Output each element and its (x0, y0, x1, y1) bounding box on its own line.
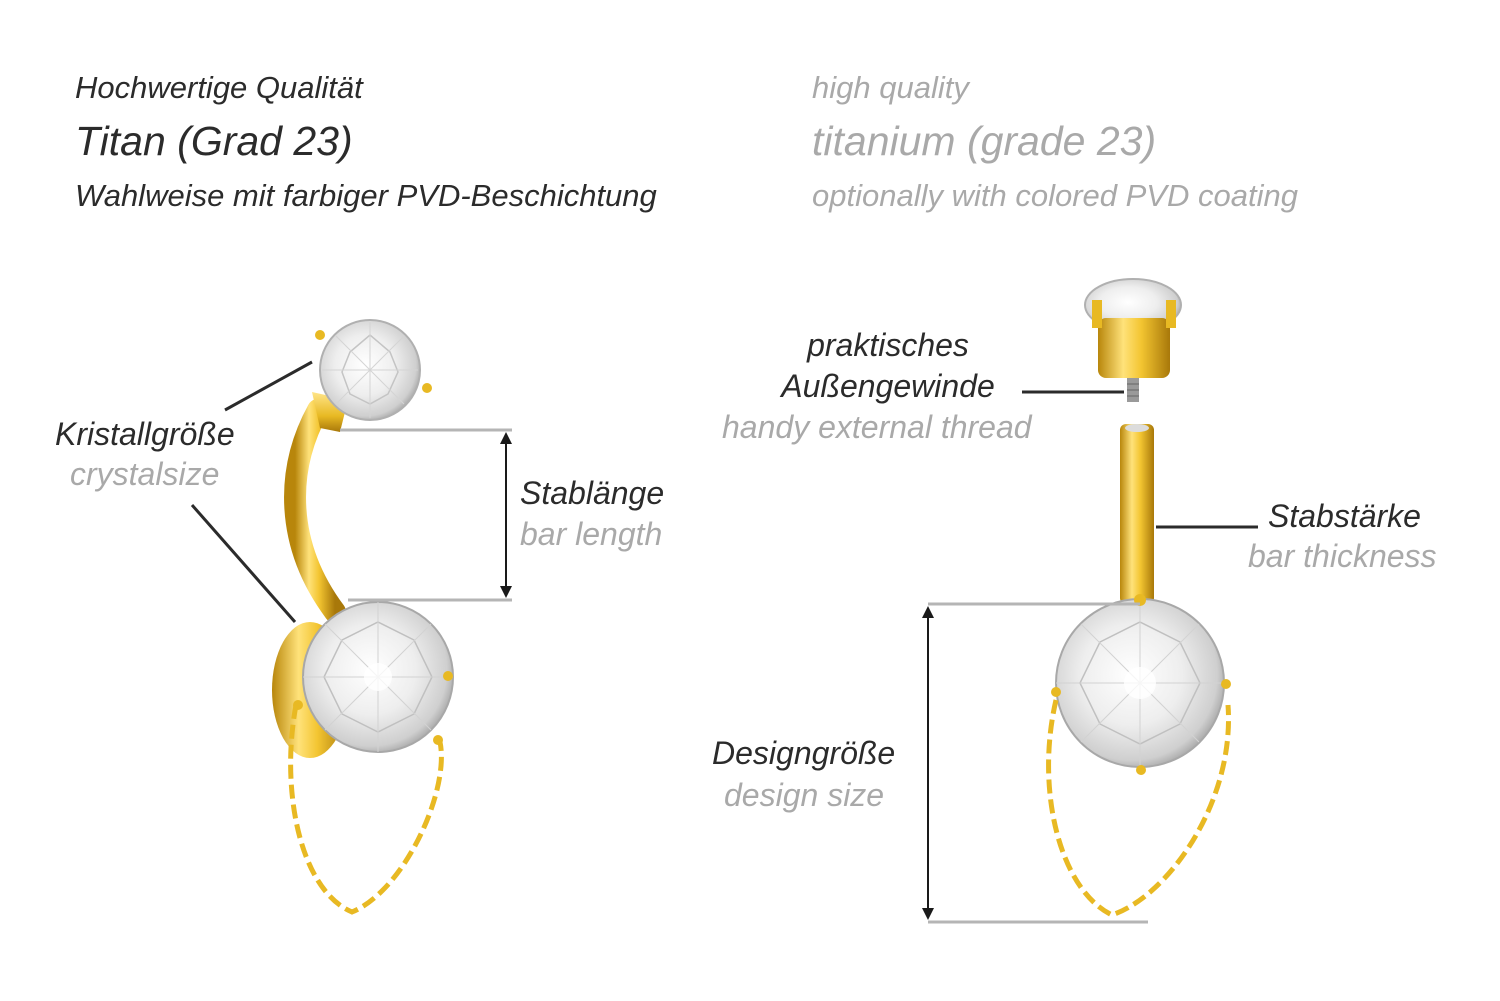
bar-length-arrow (500, 432, 512, 598)
bar-thickness-label-en: bar thickness (1248, 538, 1437, 574)
threaded-top (1084, 278, 1182, 402)
curved-bar (284, 399, 346, 623)
chain (288, 704, 444, 915)
crystal-size-pointer-bottom (190, 504, 297, 623)
straight-bar (1120, 424, 1154, 604)
right-chain (1046, 699, 1232, 918)
external-thread-label-en: handy external thread (722, 409, 1032, 445)
right-belly-piercing (1046, 278, 1232, 918)
material-label-en: titanium (grade 23) (812, 118, 1157, 164)
quality-label-de: Hochwertige Qualität (75, 70, 363, 105)
bottom-crystal (293, 601, 454, 753)
crystal-size-pointer-top (224, 360, 313, 412)
crystal-size-label-de: Kristallgröße (55, 416, 235, 452)
design-size-label-en: design size (724, 777, 885, 813)
design-size-arrow (922, 606, 934, 920)
coating-label-de: Wahlweise mit farbiger PVD-Beschichtung (75, 178, 657, 213)
bar-thread-hole (1125, 424, 1149, 432)
bar-length-label-en: bar length (520, 516, 663, 552)
top-crystal (315, 319, 432, 421)
crystal-size-label-en: crystalsize (70, 456, 220, 492)
right-bottom-crystal (1051, 594, 1231, 775)
design-size-label-de: Designgröße (712, 735, 896, 771)
bar-thickness-label-de: Stabstärke (1268, 498, 1421, 534)
coating-label-en: optionally with colored PVD coating (812, 178, 1298, 213)
quality-label-en: high quality (812, 70, 969, 105)
left-belly-piercing (272, 319, 454, 915)
external-thread-label-de-1: praktisches (807, 327, 969, 363)
external-thread-label-de-2: Außengewinde (781, 368, 995, 404)
material-label-de: Titan (Grad 23) (75, 118, 353, 164)
bar-length-label-de: Stablänge (520, 475, 665, 511)
